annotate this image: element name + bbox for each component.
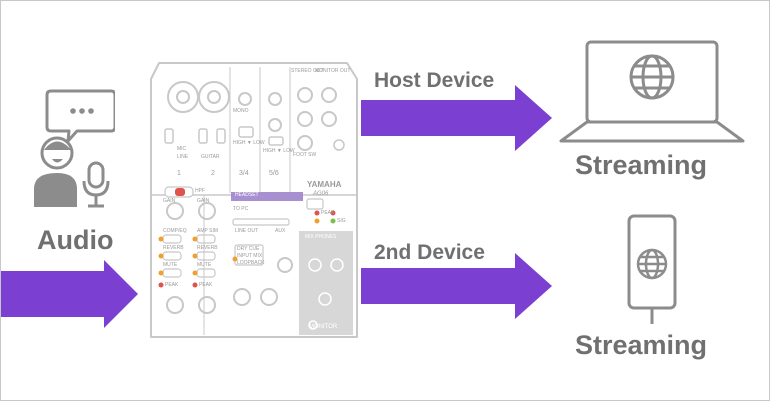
mixer-label-mute-1: MUTE [163,262,178,268]
audio-input-arrow [1,260,138,328]
mixer-channel-1: 1 [177,170,181,177]
host-device-arrow [361,85,552,151]
mixer-label-line: LINE [177,154,189,160]
mixer-label-stereo-out: STEREO OUT [291,68,324,74]
mixer-label-gain-1: GAIN [163,198,176,204]
mixer-label-reverb-1: REVERB [163,245,184,251]
mixer-label-reverb-2: REVERB [197,245,218,251]
mixer-label-hpf: HPF [195,188,205,194]
globe-icon [629,54,675,100]
streaming-bottom-label: Streaming [575,330,708,360]
speech-bubble-icon [45,89,115,143]
mixer-label-foot-sw: FOOT SW [293,152,317,158]
mixer-model: AG06 [313,191,329,197]
laptop-icon [559,40,745,143]
mixer-device: MIC LINE GUITAR STEREO OUT MONITOR OUT M… [147,59,361,341]
mixer-label-guitar: GUITAR [201,154,220,160]
mixer-label-peak-3: PEAK [321,210,335,216]
mixer-label-loopback: LOOPBACK [237,260,265,266]
second-device-arrow [361,253,552,319]
mixer-label-mix-phones: MIX PHONES [305,234,337,240]
mixer-label-to-pc: TO PC [233,206,249,212]
mixer-label-high-low-1: HIGH ▼ LOW [233,140,265,146]
host-device-label: Host Device [374,69,495,92]
mixer-label-line-out: LINE OUT [235,228,259,234]
mixer-label-comp-eq: COMP/EQ [163,228,187,234]
mixer-brand: YAMAHA [307,180,342,189]
mixer-label-high-low-2: HIGH ▼ LOW [263,148,295,154]
microphone-icon [82,161,110,208]
second-device-label: 2nd Device [374,241,485,264]
mixer-label-gain-2: GAIN [197,198,210,204]
speaker-group [34,89,115,208]
mixer-channel-5-6: 5/6 [269,170,279,177]
mixer-label-mic: MIC [177,146,187,152]
mixer-label-monitor-out: MONITOR OUT [315,68,351,74]
mixer-channel-2: 2 [211,170,215,177]
mixer-label-mute-2: MUTE [197,262,212,268]
mixer-monitor-label: MONITOR [309,324,338,330]
mixer-label-peak-2: PEAK [199,282,213,288]
mixer-label-peak-1: PEAK [165,282,179,288]
mixer-body [150,62,358,338]
mixer-label-input-mix: INPUT MIX [237,253,263,259]
globe-icon [636,248,668,280]
audio-label: Audio [37,225,114,255]
person-speaking-icon [34,136,77,207]
mixer-label-sig: SIG [337,218,346,224]
streaming-top-label: Streaming [575,150,708,180]
mixer-label-aux: AUX [275,228,286,234]
mixer-label-mono: MONO [233,108,249,114]
smartphone-icon [627,214,677,324]
mixer-headset-header: HEADSET [235,192,259,198]
mixer-channel-3-4: 3/4 [239,170,249,177]
mixer-label-dry-cue: DRY CUE [237,246,260,252]
mixer-label-amp-sim: AMP SIM [197,228,219,234]
